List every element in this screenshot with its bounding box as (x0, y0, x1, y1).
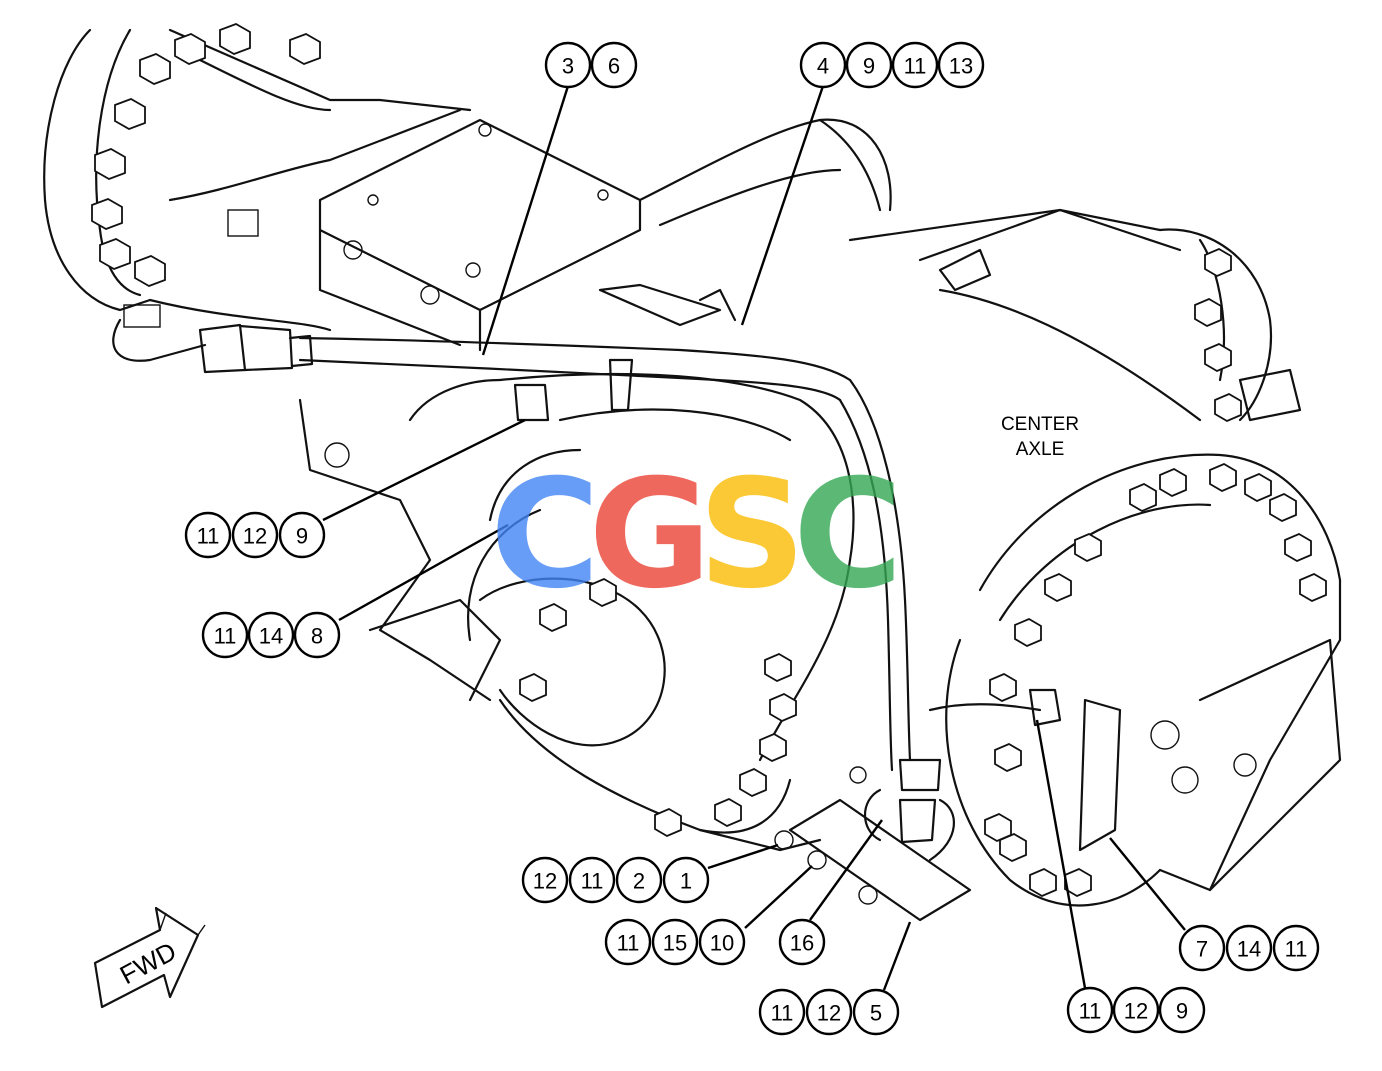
leader-4-9-11-13 (740, 85, 825, 326)
callout-number: 1 (680, 869, 692, 894)
callout-number: 8 (311, 624, 323, 649)
fwd-arrow: FWD (93, 906, 206, 1009)
callout-bubble (852, 988, 900, 1036)
right-upper-bolts (1194, 247, 1242, 423)
leader-11-12-9-left (322, 418, 526, 522)
callout-number: 6 (608, 54, 620, 79)
watermark-letter-2: G (588, 448, 711, 622)
leader-11-15-10 (744, 865, 813, 929)
right-flange-bolts (984, 462, 1327, 898)
watermark-letter-4: C (793, 448, 903, 622)
lower-flange-bolts (519, 577, 797, 838)
leader-7-14-11 (1109, 837, 1186, 931)
callout-bubble (231, 511, 279, 559)
callout-11-14-8: 11 14 8 (201, 611, 341, 659)
callout-number: 14 (1237, 937, 1261, 962)
leader-11-12-5 (882, 921, 912, 991)
callout-number: 11 (904, 54, 927, 79)
leader-11-12-9-right (1035, 719, 1087, 989)
callout-16: 16 (778, 918, 826, 966)
callout-number: 9 (1176, 999, 1188, 1024)
callout-bubble (278, 511, 326, 559)
callout-bubble (568, 856, 616, 904)
callout-number: 10 (710, 931, 734, 956)
axle-line-drawing (43, 23, 1342, 922)
callout-number: 11 (197, 524, 220, 549)
callout-bubble (247, 611, 295, 659)
callout-11-12-9-right: 11 12 9 (1066, 986, 1206, 1034)
leader-3-6 (481, 85, 570, 356)
callout-bubble (1178, 924, 1226, 972)
callout-bubble (651, 918, 699, 966)
callout-7-14-11: 7 14 11 (1178, 924, 1320, 972)
callout-bubble (544, 41, 592, 89)
callout-number: 4 (817, 54, 829, 79)
callout-bubble (1158, 986, 1206, 1034)
callout-bubble (521, 856, 569, 904)
callout-bubble (805, 988, 853, 1036)
callout-12-11-2-1: 12 11 2 1 (521, 856, 710, 904)
callout-number: 13 (949, 54, 973, 79)
center-axle-label-line2: AXLE (1016, 439, 1065, 460)
callout-number: 11 (1285, 937, 1308, 962)
callout-bubble (845, 41, 893, 89)
callout-number: 11 (617, 931, 640, 956)
callout-bubble (1112, 986, 1160, 1034)
callout-bubble (758, 988, 806, 1036)
callout-number: 9 (863, 54, 875, 79)
fwd-label: FWD (115, 936, 181, 990)
callout-number: 5 (870, 1001, 882, 1026)
cgsc-watermark-logo: C G S C (490, 448, 903, 622)
center-axle-label-line1: CENTER (1001, 414, 1079, 435)
callout-11-12-9-left: 11 12 9 (184, 511, 326, 559)
callout-bubble (891, 41, 939, 89)
callout-bubble (799, 41, 847, 89)
callout-11-12-5: 11 12 5 (758, 988, 900, 1036)
callout-bubble (293, 611, 341, 659)
callout-bubble (590, 41, 638, 89)
callout-number: 16 (790, 931, 814, 956)
leader-lines (322, 85, 1186, 991)
callout-number: 9 (296, 524, 308, 549)
callout-bubble (778, 918, 826, 966)
left-flange-bolts (91, 23, 321, 287)
watermark-letter-3: S (698, 448, 806, 622)
callout-number: 11 (771, 1001, 794, 1026)
callout-number: 11 (1079, 999, 1102, 1024)
callout-bubble (662, 856, 710, 904)
callout-bubble (1066, 986, 1114, 1034)
leader-11-14-8 (338, 523, 509, 622)
callout-bubble (615, 856, 663, 904)
callout-4-9-11-13: 4 9 11 13 (799, 41, 985, 89)
callout-bubble (937, 41, 985, 89)
callout-bubble (184, 511, 232, 559)
callout-number: 11 (581, 869, 604, 894)
callout-bubble (201, 611, 249, 659)
callout-number: 12 (533, 869, 557, 894)
callout-number: 12 (243, 524, 267, 549)
leader-16 (809, 819, 883, 921)
callout-number: 14 (259, 624, 283, 649)
callout-11-15-10: 11 15 10 (604, 918, 746, 966)
watermark-letter-1: C (490, 448, 600, 622)
callout-number: 12 (1124, 999, 1148, 1024)
callout-number: 15 (663, 931, 687, 956)
callout-bubble (1225, 924, 1273, 972)
callout-number: 3 (562, 54, 574, 79)
callout-bubble (698, 918, 746, 966)
callout-bubble (604, 918, 652, 966)
callout-number: 2 (633, 869, 645, 894)
callout-bubble (1272, 924, 1320, 972)
callout-number: 12 (817, 1001, 841, 1026)
leader-12-11-2-1 (707, 843, 779, 870)
callout-number: 11 (214, 624, 237, 649)
callout-number: 7 (1196, 937, 1208, 962)
